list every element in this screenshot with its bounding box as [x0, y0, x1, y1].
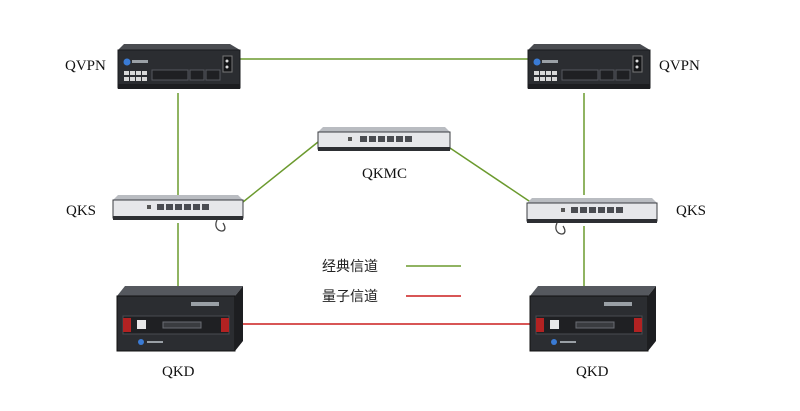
link-qks-left-qkmc [242, 141, 319, 203]
qks-right-label: QKS [676, 203, 706, 219]
qvpn-left-device [117, 44, 241, 89]
qks-right-device [526, 198, 658, 235]
legend-quantum-label: 量子信道 [322, 289, 378, 305]
legend-classical-label: 经典信道 [322, 259, 378, 275]
qkd-left-device [116, 286, 243, 352]
qkmc-label: QKMC [362, 166, 407, 182]
qvpn-right-device [527, 44, 651, 89]
qkd-right-label: QKD [576, 364, 609, 380]
qks-left-label: QKS [66, 203, 96, 219]
qkd-left-label: QKD [162, 364, 195, 380]
qvpn-right-label: QVPN [659, 58, 700, 74]
qkd-right-device [529, 286, 656, 352]
link-qkmc-qks-right [449, 147, 533, 204]
qks-left-device [112, 195, 244, 232]
legend: 经典信道 量子信道 [322, 259, 461, 305]
links [177, 58, 585, 325]
qvpn-left-label: QVPN [65, 58, 106, 74]
qkmc-device [317, 127, 451, 151]
